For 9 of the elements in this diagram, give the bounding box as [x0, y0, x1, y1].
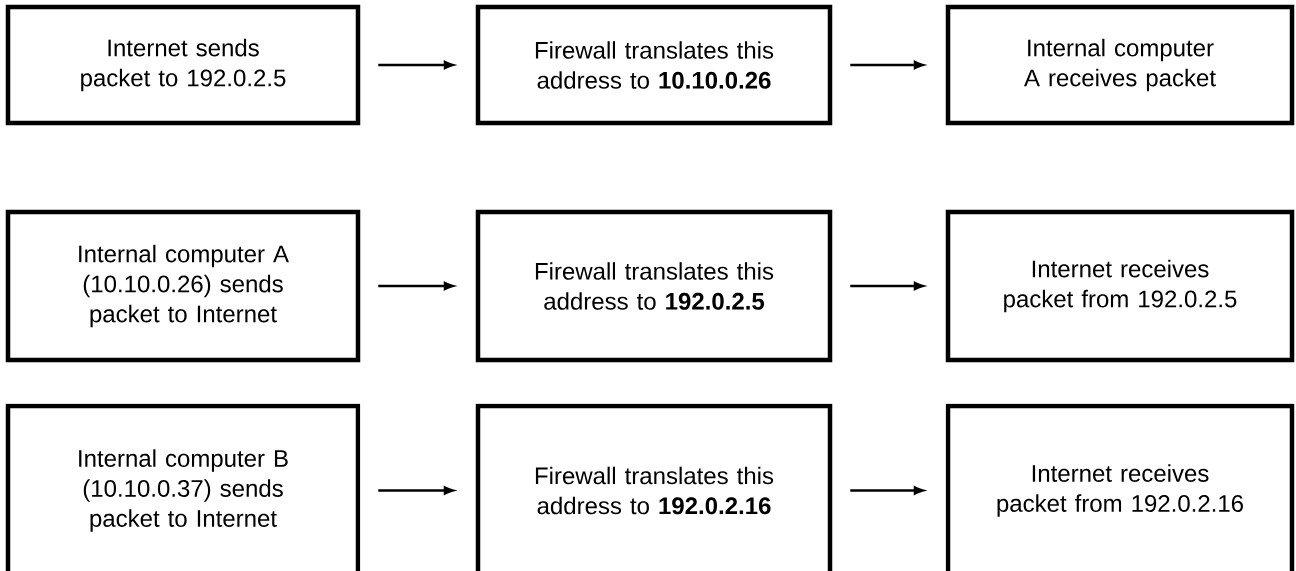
process-box: Internal computer B (10.10.0.37) sends packet to Internet — [5, 403, 361, 571]
process-box: Internet sends packet to 192.0.2.5 — [5, 4, 361, 126]
process-box: Internal computer A receives packet — [945, 4, 1295, 126]
process-box: Internet receives packet from 192.0.2.16 — [945, 403, 1295, 571]
process-box: Firewall translates this address to 192.0.2.5 — [475, 209, 833, 363]
process-box: Internal computer A (10.10.0.26) sends packet to Internet — [5, 209, 361, 363]
process-box: Firewall translates this address to 192.0.2.16 — [475, 403, 833, 571]
process-box: Firewall translates this address to 10.10.0.26 — [475, 4, 833, 126]
process-box: Internet receives packet from 192.0.2.5 — [945, 209, 1295, 363]
